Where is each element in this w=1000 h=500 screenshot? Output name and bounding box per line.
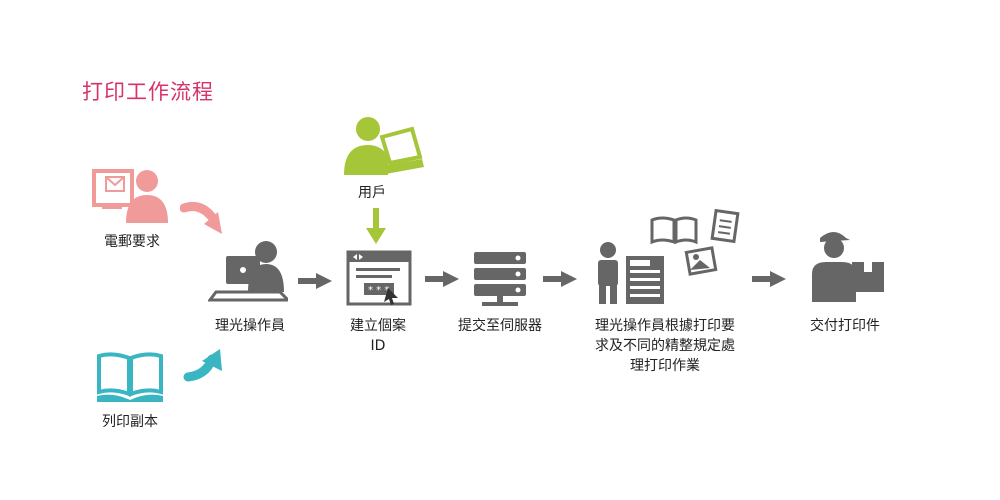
process-label-line2: 求及不同的精整規定處 [595, 338, 735, 354]
email-request-node [92, 165, 172, 225]
picture-icon [684, 246, 718, 276]
user-laptop-icon [344, 117, 424, 175]
print-copy-label: 列印副本 [102, 414, 158, 430]
gray-right-arrow-1 [298, 273, 332, 289]
user-label: 用戶 [358, 185, 386, 201]
pink-curved-arrow [180, 202, 222, 234]
gray-right-arrow-4 [752, 271, 786, 287]
browser-password-icon: * * * [346, 250, 412, 306]
deliver-label: 交付打印件 [810, 318, 880, 334]
delivery-person-icon [812, 232, 884, 302]
deliver-node [806, 226, 886, 304]
svg-text:* * *: * * * [368, 285, 389, 296]
gray-right-arrow-3 [543, 271, 577, 287]
process-node [590, 208, 750, 308]
print-copy-node [95, 350, 165, 405]
operator-label: 理光操作員 [215, 318, 285, 334]
process-label-line1: 理光操作員根據打印要 [595, 318, 735, 334]
teal-curved-arrow [183, 349, 222, 382]
notepad-icon [710, 208, 740, 244]
operator-node [208, 240, 288, 306]
server-node [472, 250, 528, 308]
email-request-label: 電郵要求 [104, 234, 160, 250]
create-id-label-line2: ID [370, 338, 386, 354]
process-label: 理光操作員根據打印要 求及不同的精整規定處 理打印作業 [580, 316, 750, 376]
operator-printer-icon [598, 208, 740, 304]
create-id-label: 建立個案 ID [338, 316, 418, 356]
open-book-icon [97, 352, 163, 402]
user-node [340, 115, 425, 180]
green-down-arrow [366, 208, 386, 244]
submit-server-label: 提交至伺服器 [458, 318, 542, 334]
email-person-icon [92, 169, 168, 223]
server-icon [474, 252, 526, 306]
small-book-icon [650, 216, 698, 245]
operator-computer-icon [208, 241, 288, 302]
process-label-line3: 理打印作業 [630, 358, 700, 374]
gray-right-arrow-2 [425, 271, 459, 287]
create-id-label-line1: 建立個案 [350, 318, 406, 334]
diagram-title: 打印工作流程 [82, 80, 214, 104]
create-id-node: * * * [346, 250, 412, 306]
